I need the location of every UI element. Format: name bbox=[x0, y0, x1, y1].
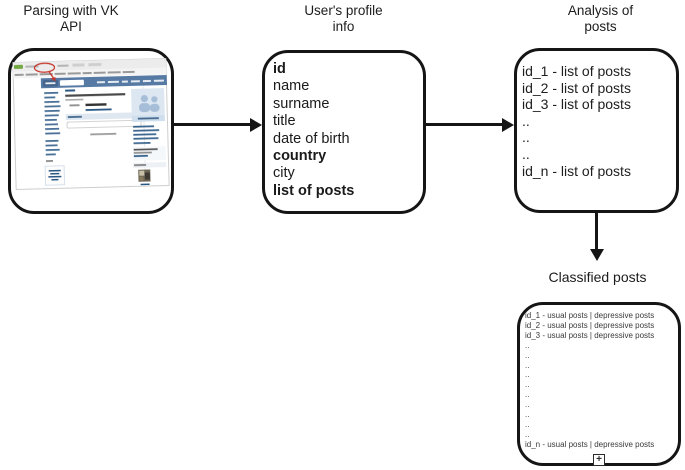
text-line: id_n - list of posts bbox=[522, 162, 631, 179]
text-line: .. bbox=[522, 129, 530, 146]
text-line: .. bbox=[525, 350, 530, 360]
text-line: .. bbox=[525, 390, 530, 400]
text-line: .. bbox=[525, 400, 530, 410]
text-line: list of posts bbox=[273, 182, 355, 199]
arrow-2-line bbox=[424, 123, 502, 126]
text-line: title bbox=[273, 113, 296, 130]
vk-screenshot bbox=[12, 58, 170, 190]
text-line: id_3 - list of posts bbox=[522, 96, 631, 113]
text-line: name bbox=[273, 78, 310, 95]
text-line: id_3 - usual posts | depressive posts bbox=[525, 330, 655, 340]
vk-page bbox=[40, 75, 168, 186]
vk-right-links bbox=[133, 125, 160, 145]
text-line: .. bbox=[525, 429, 530, 439]
text-line: .. bbox=[525, 340, 530, 350]
stage-title-parsing: Parsing with VK API bbox=[23, 3, 119, 34]
stage-title-classified: Classified posts bbox=[548, 269, 647, 285]
plus-handle-icon: + bbox=[593, 454, 605, 466]
arrow-1-line bbox=[172, 123, 250, 126]
text-line: id_2 - usual posts | depressive posts bbox=[525, 320, 655, 330]
vk-sidebar-links bbox=[44, 91, 61, 156]
arrow-3-head bbox=[589, 249, 604, 261]
vk-search-box bbox=[59, 79, 84, 86]
text-line: .. bbox=[525, 370, 530, 380]
text-line: id bbox=[273, 61, 286, 77]
stage-title-profile: User's profile info bbox=[304, 3, 383, 34]
browser-window bbox=[12, 58, 170, 190]
vk-right-column bbox=[131, 88, 167, 186]
arrow-3-line bbox=[595, 211, 598, 251]
text-line: id_1 - list of posts bbox=[522, 63, 631, 79]
red-arrow-annotation bbox=[48, 70, 56, 82]
text-line: .. bbox=[525, 410, 530, 420]
red-ellipse-annotation bbox=[33, 62, 56, 73]
vk-photo-thumbnail bbox=[138, 169, 151, 182]
text-line: date of birth bbox=[273, 130, 350, 147]
text-line: surname bbox=[273, 95, 330, 112]
text-line: id_n - usual posts | depressive posts bbox=[525, 439, 655, 449]
text-line: .. bbox=[522, 112, 530, 129]
secure-badge bbox=[13, 64, 24, 69]
text-line: city bbox=[273, 165, 295, 182]
vk-main-content bbox=[65, 89, 142, 136]
vk-sidebar-promo bbox=[44, 165, 65, 186]
text-line: id_2 - list of posts bbox=[522, 79, 631, 96]
browser-chrome bbox=[12, 58, 167, 72]
vk-friend-search-input bbox=[66, 119, 142, 129]
text-line: .. bbox=[525, 419, 530, 429]
text-line: .. bbox=[522, 145, 530, 162]
arrow-2-head bbox=[502, 117, 514, 132]
text-line: id_1 - usual posts | depressive posts bbox=[525, 311, 655, 320]
people-silhouette-icon bbox=[139, 94, 160, 113]
text-line: country bbox=[273, 148, 327, 165]
arrow-1-head bbox=[250, 117, 262, 132]
stage-title-analysis: Analysis of posts bbox=[567, 3, 634, 34]
vk-header-nav bbox=[96, 79, 164, 84]
text-line: .. bbox=[525, 360, 530, 370]
text-line: .. bbox=[525, 380, 530, 390]
